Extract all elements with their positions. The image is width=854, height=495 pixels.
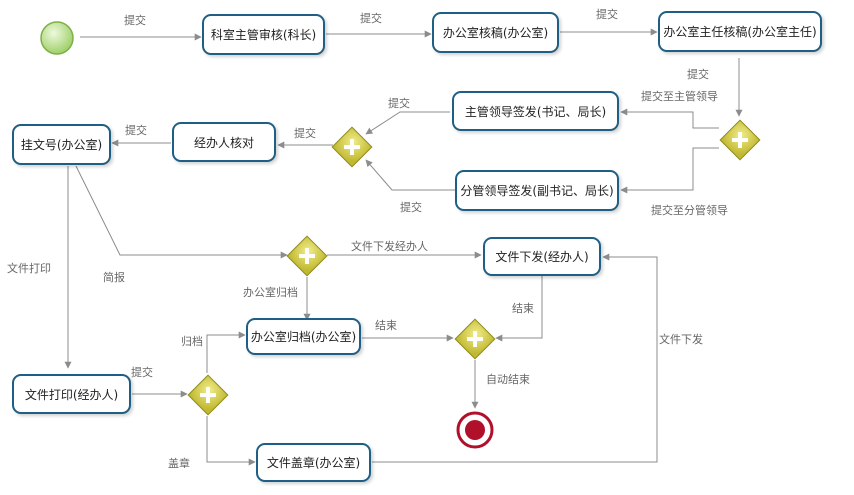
edge-stamp-to-issue: [372, 253, 658, 463]
label-gateway-submit: 提交: [294, 127, 316, 140]
end-event[interactable]: [456, 411, 494, 449]
edge-gateway-to-leader: [620, 108, 719, 129]
task-office-draft[interactable]: 办公室核稿(办公室): [432, 12, 559, 53]
task-office-archive[interactable]: 办公室归档(办公室): [246, 318, 361, 355]
task-ke-shi-review[interactable]: 科室主管审核(科长): [202, 14, 325, 55]
edge-gateway-to-stamp: [206, 416, 256, 466]
label-submit-4: 提交: [687, 68, 709, 81]
task-doc-number[interactable]: 挂文号(办公室): [12, 124, 111, 165]
gateway-end-join[interactable]: [454, 318, 496, 360]
gateway-print-split[interactable]: [187, 374, 229, 416]
label-doc-print-edge: 文件打印: [7, 262, 51, 275]
gateway-report[interactable]: [286, 235, 328, 277]
edge-issue-to-endgateway: [495, 276, 543, 342]
label-auto-end: 自动结束: [486, 373, 530, 386]
label-archive: 归档: [181, 335, 203, 348]
task-leader-sign[interactable]: 主管领导签发(书记、局长): [452, 91, 619, 131]
label-stamp-issue: 文件下发: [659, 333, 703, 346]
label-report: 简报: [103, 271, 125, 284]
label-print-submit: 提交: [131, 366, 153, 379]
label-issue-to-handler: 文件下发经办人: [351, 240, 428, 253]
task-deputy-sign[interactable]: 分管领导签发(副书记、局长): [455, 170, 619, 211]
edge-number-to-gateway: [75, 165, 288, 259]
label-end-archive: 结束: [375, 319, 397, 332]
label-office-archive-edge: 办公室归档: [243, 286, 298, 299]
label-deputy-submit: 提交: [400, 201, 422, 214]
task-doc-issue[interactable]: 文件下发(经办人): [483, 237, 601, 276]
label-submit-2: 提交: [360, 12, 382, 25]
gateway-leader-join[interactable]: [331, 126, 373, 168]
gateway-leader-split[interactable]: [719, 119, 761, 161]
label-to-deputy: 提交至分管领导: [651, 204, 728, 217]
label-start-submit: 提交: [124, 14, 146, 27]
task-doc-stamp[interactable]: 文件盖章(办公室): [256, 443, 371, 482]
task-handler-check[interactable]: 经办人核对: [172, 122, 276, 162]
label-to-leader: 提交至主管领导: [641, 90, 718, 103]
edge-gateway-to-archive-up: [206, 331, 246, 373]
label-end-issue: 结束: [512, 302, 534, 315]
edge-leader-to-gateway: [365, 111, 450, 135]
edge-deputy-to-gateway: [365, 159, 455, 191]
label-submit-3: 提交: [596, 8, 618, 21]
label-stamp: 盖章: [168, 457, 190, 470]
label-handler-submit: 提交: [125, 124, 147, 137]
task-office-director[interactable]: 办公室主任核稿(办公室主任): [658, 11, 822, 52]
task-doc-print[interactable]: 文件打印(经办人): [12, 374, 131, 414]
label-leader-submit: 提交: [388, 97, 410, 110]
start-event[interactable]: [40, 21, 74, 55]
edge-gateway-to-deputy: [620, 147, 719, 194]
